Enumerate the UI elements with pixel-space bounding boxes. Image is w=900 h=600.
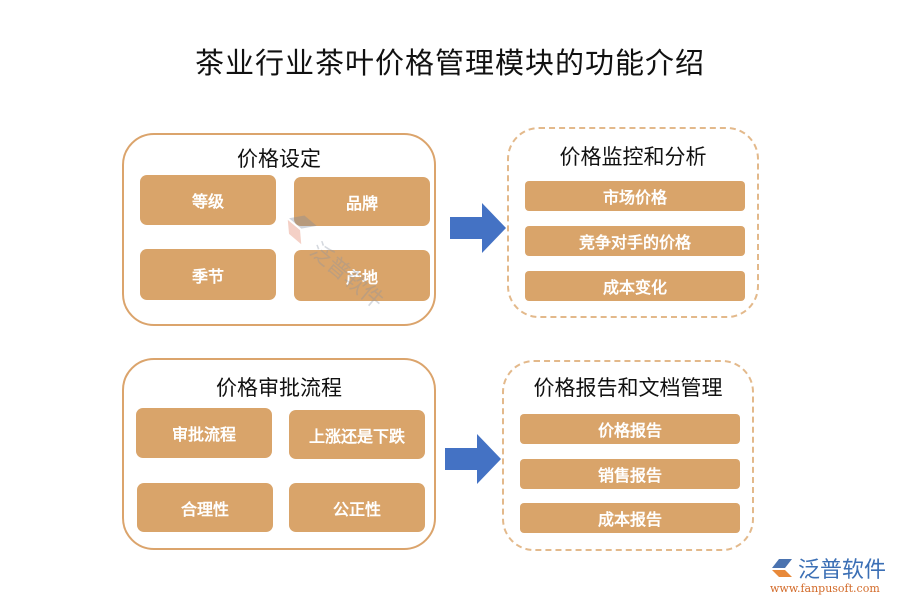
item-reasonableness: 合理性 (137, 483, 273, 532)
item-grade: 等级 (140, 175, 276, 225)
panel-monitoring-title: 价格监控和分析 (559, 145, 707, 169)
item-cost-report: 成本报告 (520, 503, 740, 533)
item-market-price: 市场价格 (525, 181, 745, 211)
panel-approval: 价格审批流程 审批流程 上涨还是下跌 合理性 公正性 (122, 358, 436, 550)
brand-logo-icon (772, 559, 792, 577)
item-fairness: 公正性 (289, 483, 425, 532)
brand-logo-url: www.fanpusoft.com (770, 582, 880, 595)
brand-logo-name: 泛普软件 (798, 558, 887, 583)
panel-reporting-title: 价格报告和文档管理 (533, 376, 723, 400)
item-price-report: 价格报告 (520, 414, 740, 444)
brand-logo: 泛普软件 www.fanpusoft.com (770, 552, 895, 595)
panel-monitoring: 价格监控和分析 市场价格 竞争对手的价格 成本变化 (507, 127, 759, 318)
panel-pricing: 价格设定 等级 品牌 季节 产地 (122, 133, 436, 326)
item-season: 季节 (140, 249, 276, 300)
watermark-logo-icon (287, 215, 317, 245)
item-approval-flow: 审批流程 (136, 408, 272, 458)
item-competitor-price: 竞争对手的价格 (525, 226, 745, 256)
watermark: 泛普软件 (273, 205, 394, 315)
arrow-right-icon (445, 434, 501, 484)
item-sales-report: 销售报告 (520, 459, 740, 489)
panel-approval-title: 价格审批流程 (216, 376, 342, 400)
item-brand: 品牌 (294, 177, 430, 226)
item-rise-or-fall: 上涨还是下跌 (289, 410, 425, 459)
item-origin: 产地 (294, 250, 430, 301)
item-cost-change: 成本变化 (525, 271, 745, 301)
panel-pricing-title: 价格设定 (237, 147, 321, 171)
page-title: 茶业行业茶叶价格管理模块的功能介绍 (194, 46, 705, 80)
panel-reporting: 价格报告和文档管理 价格报告 销售报告 成本报告 (502, 360, 754, 551)
arrow-right-icon (450, 203, 506, 253)
